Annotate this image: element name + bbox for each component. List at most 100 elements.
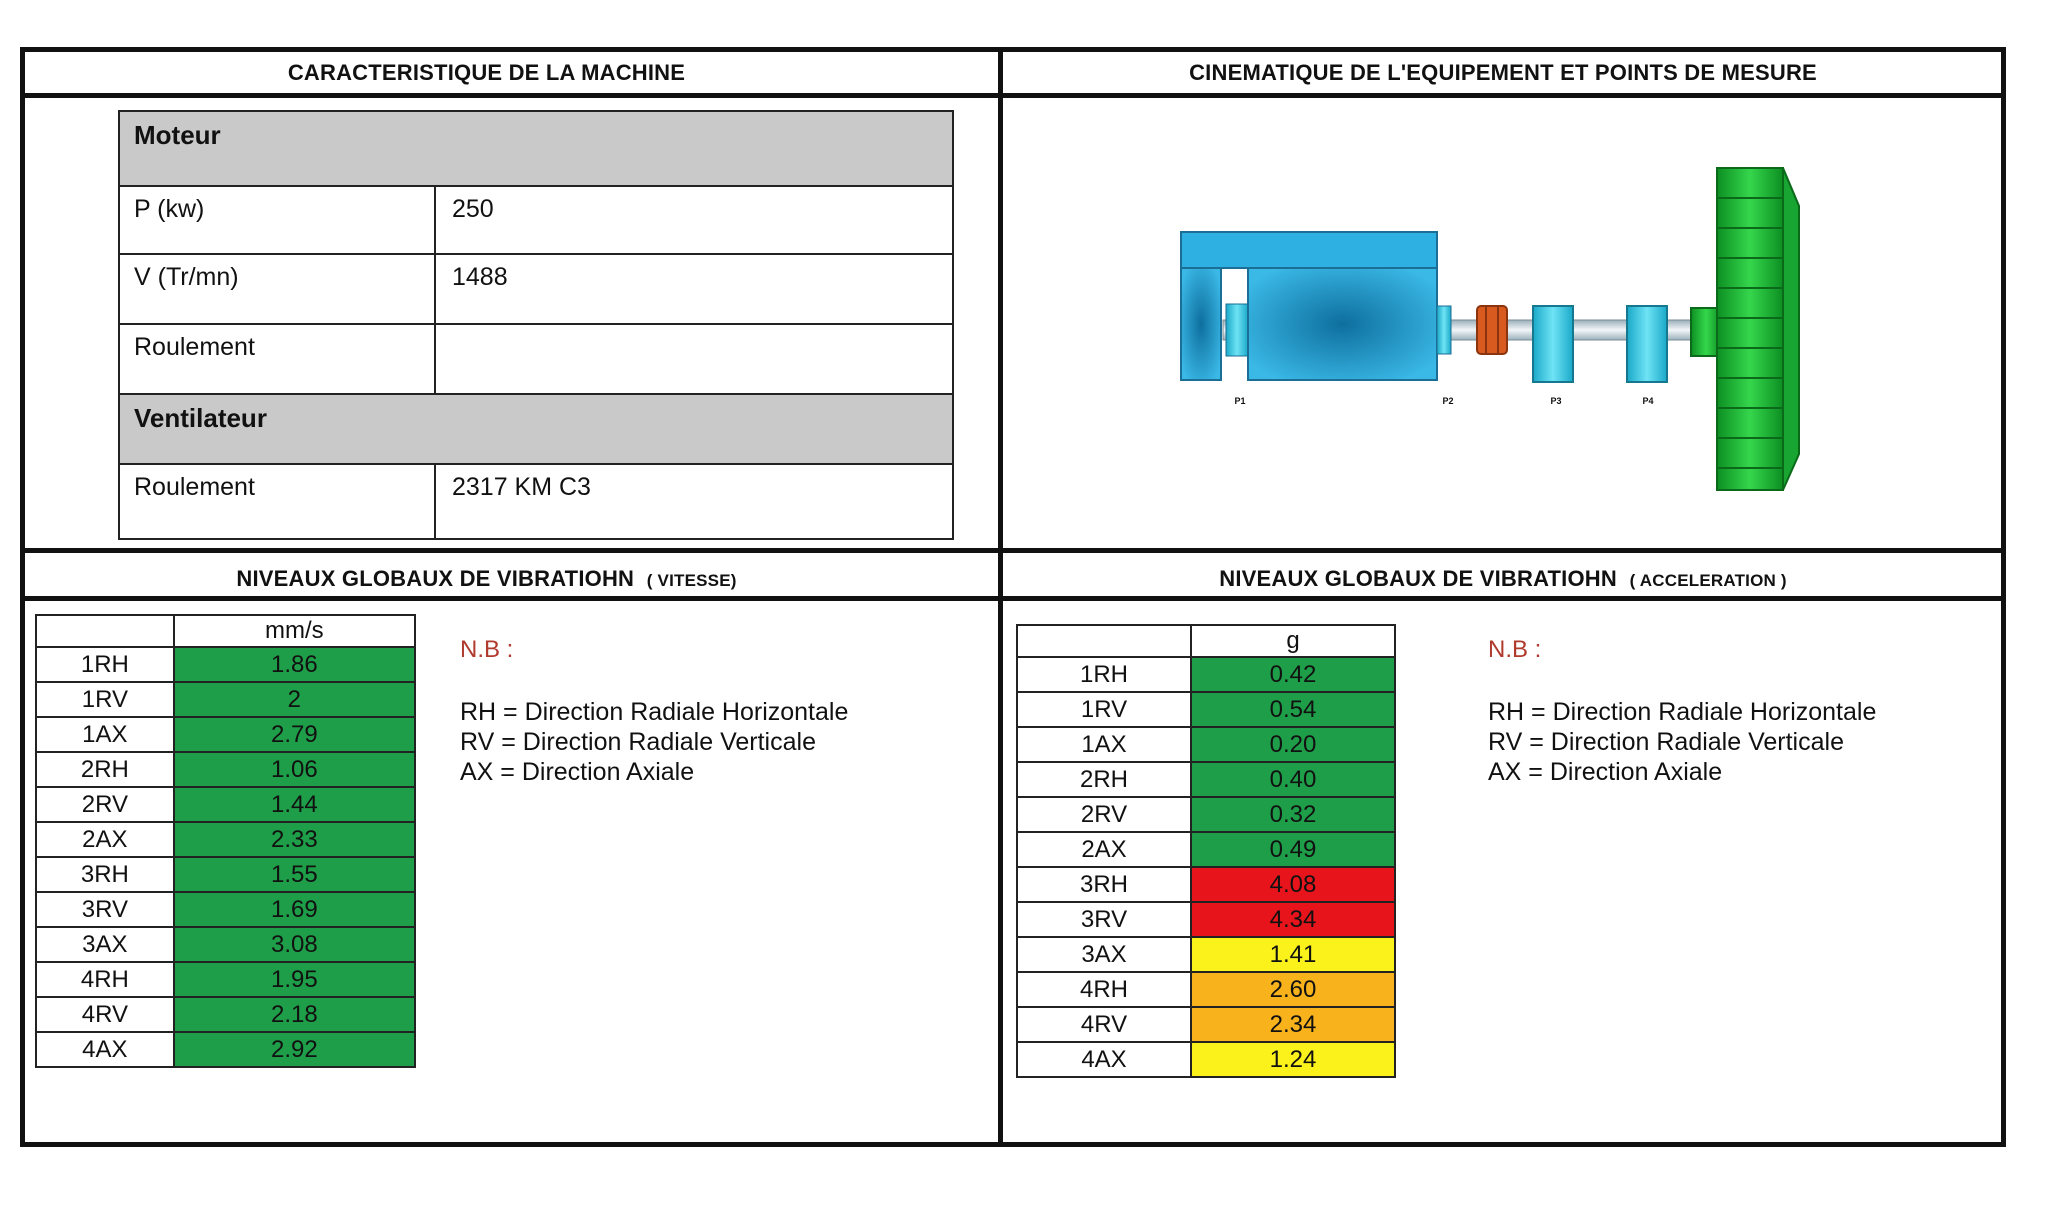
measure-point: 1AX — [35, 716, 175, 753]
note-nb: N.B : — [1488, 636, 1542, 663]
measure-point: 1RH — [1016, 656, 1192, 693]
note-line: RH = Direction Radiale Horizontale — [1488, 698, 1877, 726]
kinematic-diagram: P1 P2 P3 P4 — [1180, 167, 1800, 491]
title-divider-top — [20, 93, 2006, 98]
note-line: AX = Direction Axiale — [460, 758, 695, 786]
measure-value: 1.55 — [172, 856, 417, 893]
measure-value: 2.60 — [1190, 971, 1396, 1008]
measure-value: 0.42 — [1190, 656, 1396, 693]
row-value: 2317 KM C3 — [452, 473, 591, 501]
point-label-1: P1 — [1234, 396, 1245, 406]
measure-point: 4RH — [35, 961, 175, 998]
measure-value: 4.34 — [1190, 901, 1396, 938]
measure-point: 1RH — [35, 646, 175, 683]
section-title-velocity: NIVEAUX GLOBAUX DE VIBRATIOHN ( VITESSE) — [25, 566, 948, 592]
measure-value: 1.69 — [172, 891, 417, 928]
row-value: 250 — [452, 195, 494, 223]
measure-value: 0.40 — [1190, 761, 1396, 798]
machine-row: Roulement 2317 KM C3 — [120, 465, 952, 538]
measure-value: 1.86 — [172, 646, 417, 683]
measure-value: 0.49 — [1190, 831, 1396, 868]
measure-value: 0.54 — [1190, 691, 1396, 728]
measure-point: 3RH — [35, 856, 175, 893]
measure-point: 3AX — [35, 926, 175, 963]
section-title-acceleration: NIVEAUX GLOBAUX DE VIBRATIOHN ( ACCELERA… — [1003, 566, 2003, 592]
velocity-title-text: NIVEAUX GLOBAUX DE VIBRATIOHN — [236, 566, 635, 591]
measure-value: 4.08 — [1190, 866, 1396, 903]
note-line: RH = Direction Radiale Horizontale — [460, 698, 849, 726]
accel-title-tag: ( ACCELERATION ) — [1629, 571, 1787, 590]
section-title-machine: CARACTERISTIQUE DE LA MACHINE — [287, 60, 686, 85]
measure-value: 1.06 — [172, 751, 417, 788]
table-header-row: g — [1016, 624, 1396, 658]
machine-characteristics-table: Moteur P (kw) 250 V (Tr/mn) 1488 Rouleme… — [118, 110, 954, 540]
measure-point: 1RV — [35, 681, 175, 718]
acceleration-notes: N.B : RH = Direction Radiale Horizontale… — [1488, 635, 1876, 787]
motor-end-cover — [1180, 267, 1222, 381]
note-line: AX = Direction Axiale — [1488, 758, 1723, 786]
motor-header: Moteur — [134, 120, 221, 150]
row-label: Roulement — [134, 473, 255, 501]
measure-point: 4RV — [35, 996, 175, 1033]
measure-value: 0.32 — [1190, 796, 1396, 833]
motor-bearing — [1436, 305, 1452, 355]
measure-value: 2.34 — [1190, 1006, 1396, 1043]
measure-value: 2 — [172, 681, 417, 718]
measure-point: 4AX — [35, 1031, 175, 1068]
measure-value: 1.24 — [1190, 1041, 1396, 1078]
note-nb: N.B : — [460, 636, 514, 663]
fan-header: Ventilateur — [134, 403, 267, 433]
motor-top-cover — [1180, 231, 1438, 269]
measure-point: 1AX — [1016, 726, 1192, 763]
machine-row: Roulement — [120, 325, 952, 395]
measure-value: 3.08 — [172, 926, 417, 963]
measure-value: 2.33 — [172, 821, 417, 858]
machine-row: V (Tr/mn) 1488 — [120, 255, 952, 325]
title-divider-bottom — [20, 596, 2006, 601]
row-label: P (kw) — [134, 195, 205, 223]
measure-value: 0.20 — [1190, 726, 1396, 763]
fan-header-row: Ventilateur — [120, 395, 952, 465]
measure-value: 2.18 — [172, 996, 417, 1033]
measure-point: 3RV — [1016, 901, 1192, 938]
section-title-kinematics: CINEMATIQUE DE L'EQUIPEMENT ET POINTS DE… — [1189, 60, 1817, 85]
point-label-2: P2 — [1442, 396, 1453, 406]
measure-point: 4RV — [1016, 1006, 1192, 1043]
middle-divider — [20, 548, 2006, 553]
machine-row: P (kw) 250 — [120, 187, 952, 255]
row-value: 1488 — [452, 263, 508, 291]
measure-point: 4AX — [1016, 1041, 1192, 1078]
measure-point: 2RH — [35, 751, 175, 788]
bearing-3 — [1532, 305, 1574, 383]
motor-body — [1247, 267, 1438, 381]
fan-impeller — [1716, 167, 1800, 491]
accel-title-text: NIVEAUX GLOBAUX DE VIBRATIOHN — [1219, 566, 1617, 591]
measure-value: 1.44 — [172, 786, 417, 823]
measure-value: 1.41 — [1190, 936, 1396, 973]
measure-point: 4RH — [1016, 971, 1192, 1008]
velocity-notes: N.B : RH = Direction Radiale Horizontale… — [460, 635, 848, 787]
measure-point: 2RH — [1016, 761, 1192, 798]
unit-header: mm/s — [172, 614, 417, 648]
point-label-3: P3 — [1550, 396, 1561, 406]
